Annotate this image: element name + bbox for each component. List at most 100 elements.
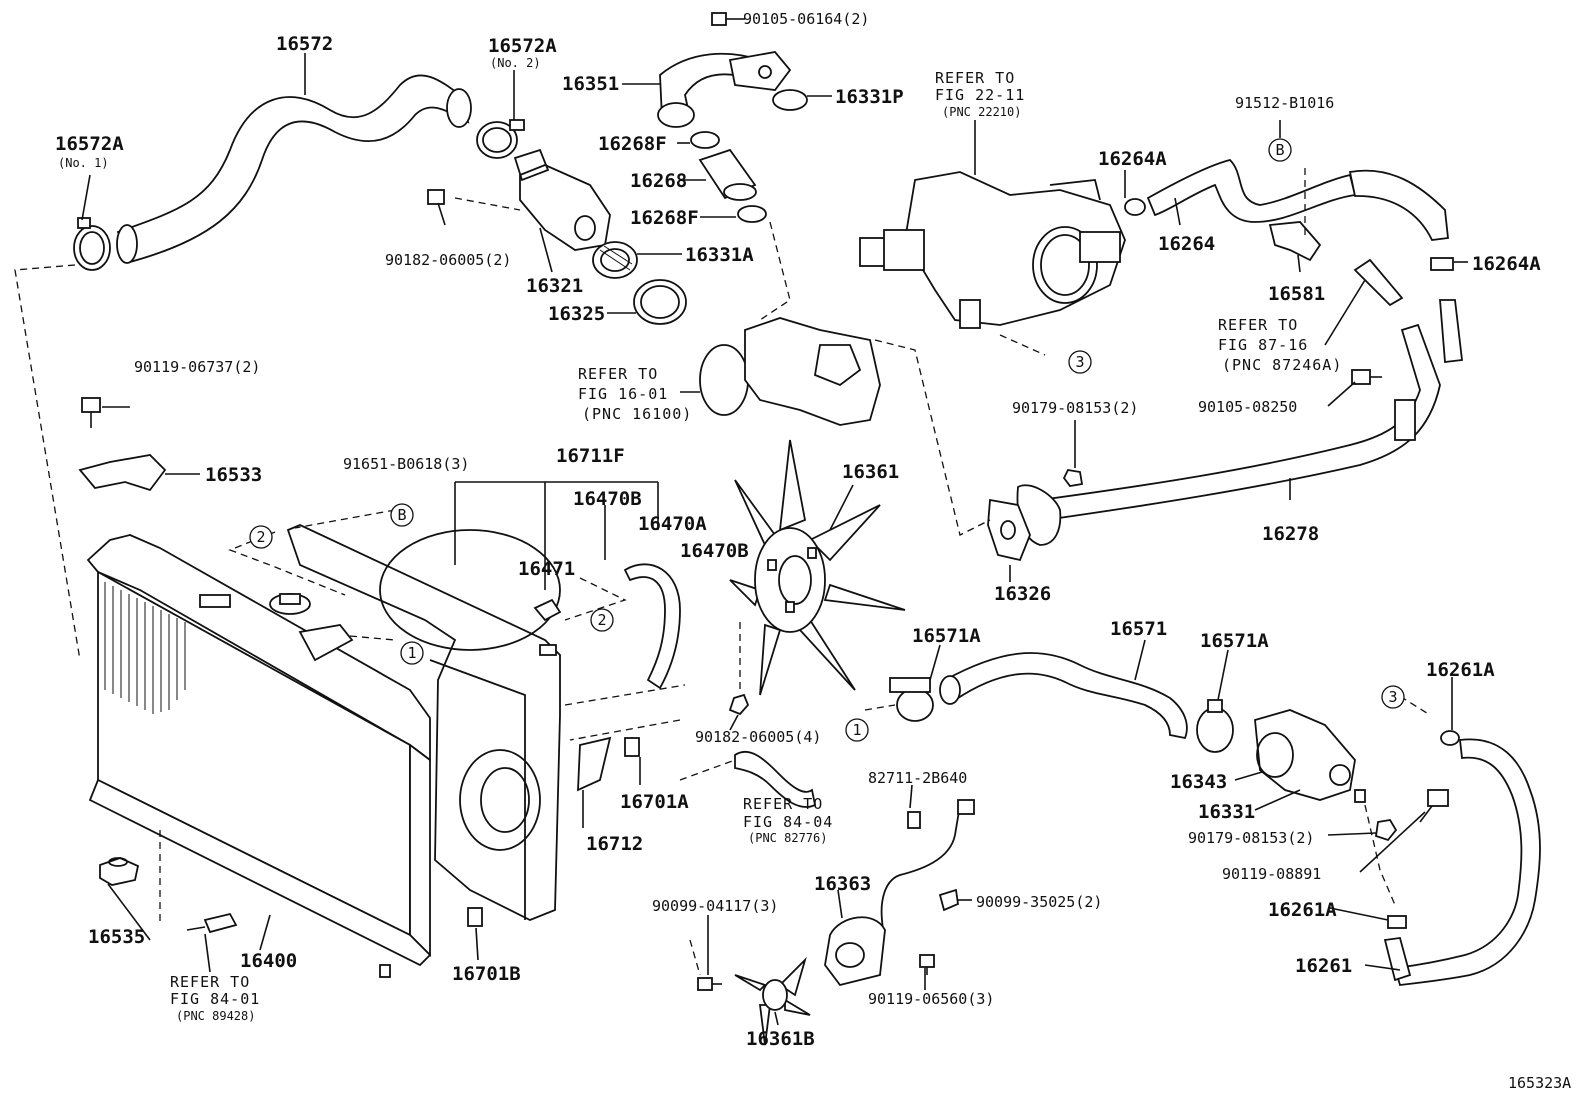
label-16701B: 16701B [452, 963, 521, 985]
svg-text:3: 3 [1075, 353, 1084, 371]
svg-text:2: 2 [256, 528, 265, 546]
callout-1-radiator: 1 [400, 641, 424, 665]
shroud-lower-16712 [577, 736, 612, 792]
label-90105-08250: 90105-08250 [1198, 398, 1297, 416]
label-16351: 16351 [562, 73, 619, 95]
clamp-16571A-right [1196, 699, 1234, 753]
sensor-wire-82711 [869, 799, 975, 966]
label-16331A: 16331A [685, 244, 754, 266]
ref-16-01-l3: (PNC 16100) [582, 405, 692, 423]
oring-16268F-upper [690, 131, 720, 149]
hose-clamp-no1 [73, 217, 111, 271]
overflow-hose-16470B [623, 563, 681, 690]
gasket-16325 [633, 279, 687, 325]
ref-84-01-l2: FIG 84-01 [170, 990, 260, 1008]
svg-text:B: B [1275, 141, 1284, 159]
label-16261A-bot: 16261A [1268, 899, 1337, 921]
oring-16268F-lower [737, 205, 767, 223]
bolt-90099-04117 [697, 977, 722, 991]
ref-84-01-l1: REFER TO [170, 973, 250, 991]
label-16331: 16331 [1198, 801, 1255, 823]
svg-text:2: 2 [597, 611, 606, 629]
label-16581: 16581 [1268, 283, 1325, 305]
label-90119-06560: 90119-06560(3) [868, 990, 994, 1008]
label-16343: 16343 [1170, 771, 1227, 793]
label-16571A-b: 16571A [1200, 630, 1269, 652]
ref-16-01-l2: FIG 16-01 [578, 385, 668, 403]
part-labels: 16572 16572A (No. 2) 16572A (No. 1) 9010… [55, 10, 1571, 1092]
callout-2-shroud: 2 [590, 608, 614, 632]
svg-text:1: 1 [852, 721, 861, 739]
gasket-16326 [987, 498, 1031, 562]
bolt-90119-06560 [919, 954, 935, 975]
label-16361: 16361 [842, 461, 899, 483]
fan-16361B [734, 956, 811, 1046]
label-16701A: 16701A [620, 791, 689, 813]
label-16268F-a: 16268F [598, 133, 667, 155]
drain-plug-ref-84-01 [186, 912, 238, 934]
ref-84-01-l3: (PNC 89428) [176, 1009, 255, 1023]
ref-22-11-l2: FIG 22-11 [935, 86, 1025, 104]
callout-b-mid: B [390, 503, 414, 527]
label-90119-06737: 90119-06737(2) [134, 358, 260, 376]
fan-16361 [729, 439, 906, 696]
shroud-clip-16701B [467, 907, 483, 927]
nut-90182-06005-upper [427, 189, 445, 205]
label-16264: 16264 [1158, 233, 1215, 255]
svg-text:3: 3 [1388, 688, 1397, 706]
label-16470A: 16470A [638, 513, 707, 535]
label-16572A-no1: 16572A [55, 133, 124, 155]
bolt-90119-06737 [81, 397, 101, 428]
hose-clamp-no2 [476, 119, 525, 159]
label-16331P: 16331P [835, 86, 904, 108]
callout-2-radiator: 2 [249, 525, 273, 549]
label-16711F: 16711F [556, 445, 625, 467]
label-16535: 16535 [88, 926, 145, 948]
water-pump-ref [699, 317, 881, 426]
radiator-16400 [86, 534, 432, 978]
guide-lines [14, 168, 1431, 976]
label-90179-08153-bot: 90179-08153(2) [1188, 829, 1314, 847]
label-16261A-top: 16261A [1426, 659, 1495, 681]
fan-motor-16363 [824, 916, 886, 987]
label-16268: 16268 [630, 170, 687, 192]
ref-87-16-l2: FIG 87-16 [1218, 336, 1308, 354]
bolt-90105-08250 [1351, 369, 1382, 385]
callout-b-top: B [1268, 138, 1292, 162]
label-16268F-b: 16268F [630, 207, 699, 229]
bracket-16533 [78, 454, 167, 492]
ref-84-04-l3: (PNC 82776) [748, 831, 827, 845]
label-16264A-right: 16264A [1472, 253, 1541, 275]
clamp-16264A-top [1124, 198, 1146, 216]
label-90099-35025: 90099-35025(2) [976, 893, 1102, 911]
fan-shroud-16711F [286, 524, 561, 921]
label-16572A-no2: 16572A [488, 35, 557, 57]
ref-84-04-l1: REFER TO [743, 795, 823, 813]
pipe-16268 [698, 148, 757, 201]
lower-hose-16571 [939, 652, 1188, 740]
label-91651-B0618: 91651-B0618(3) [343, 455, 469, 473]
hose-ref-87-16 [1353, 258, 1404, 307]
hose-16261 [1383, 738, 1541, 986]
ref-22-11-l3: (PNC 22210) [942, 105, 1021, 119]
hose-ref-84-04 [734, 750, 817, 808]
label-16712: 16712 [586, 833, 643, 855]
ref-87-16-l3: (PNC 87246A) [1222, 356, 1342, 374]
svg-text:1: 1 [407, 644, 416, 662]
outlet-pipe-16351 [657, 51, 792, 128]
label-16321: 16321 [526, 275, 583, 297]
shroud-clip-16701A [624, 737, 640, 757]
nut-90179-08153-top [1062, 469, 1084, 487]
ref-16-01-l1: REFER TO [578, 365, 658, 383]
ref-84-04-l2: FIG 84-04 [743, 813, 833, 831]
ref-22-11-l1: REFER TO [935, 69, 1015, 87]
label-16400: 16400 [240, 950, 297, 972]
gasket-16331P [772, 89, 808, 111]
clamp-16571A-left [889, 677, 934, 722]
label-16261: 16261 [1295, 955, 1352, 977]
throttle-body-ref [859, 171, 1126, 329]
label-90182-06005-2: 90182-06005(2) [385, 251, 511, 269]
clip-16471 [533, 598, 562, 622]
figure-id: 165323A [1508, 1074, 1571, 1092]
label-16471: 16471 [518, 558, 575, 580]
